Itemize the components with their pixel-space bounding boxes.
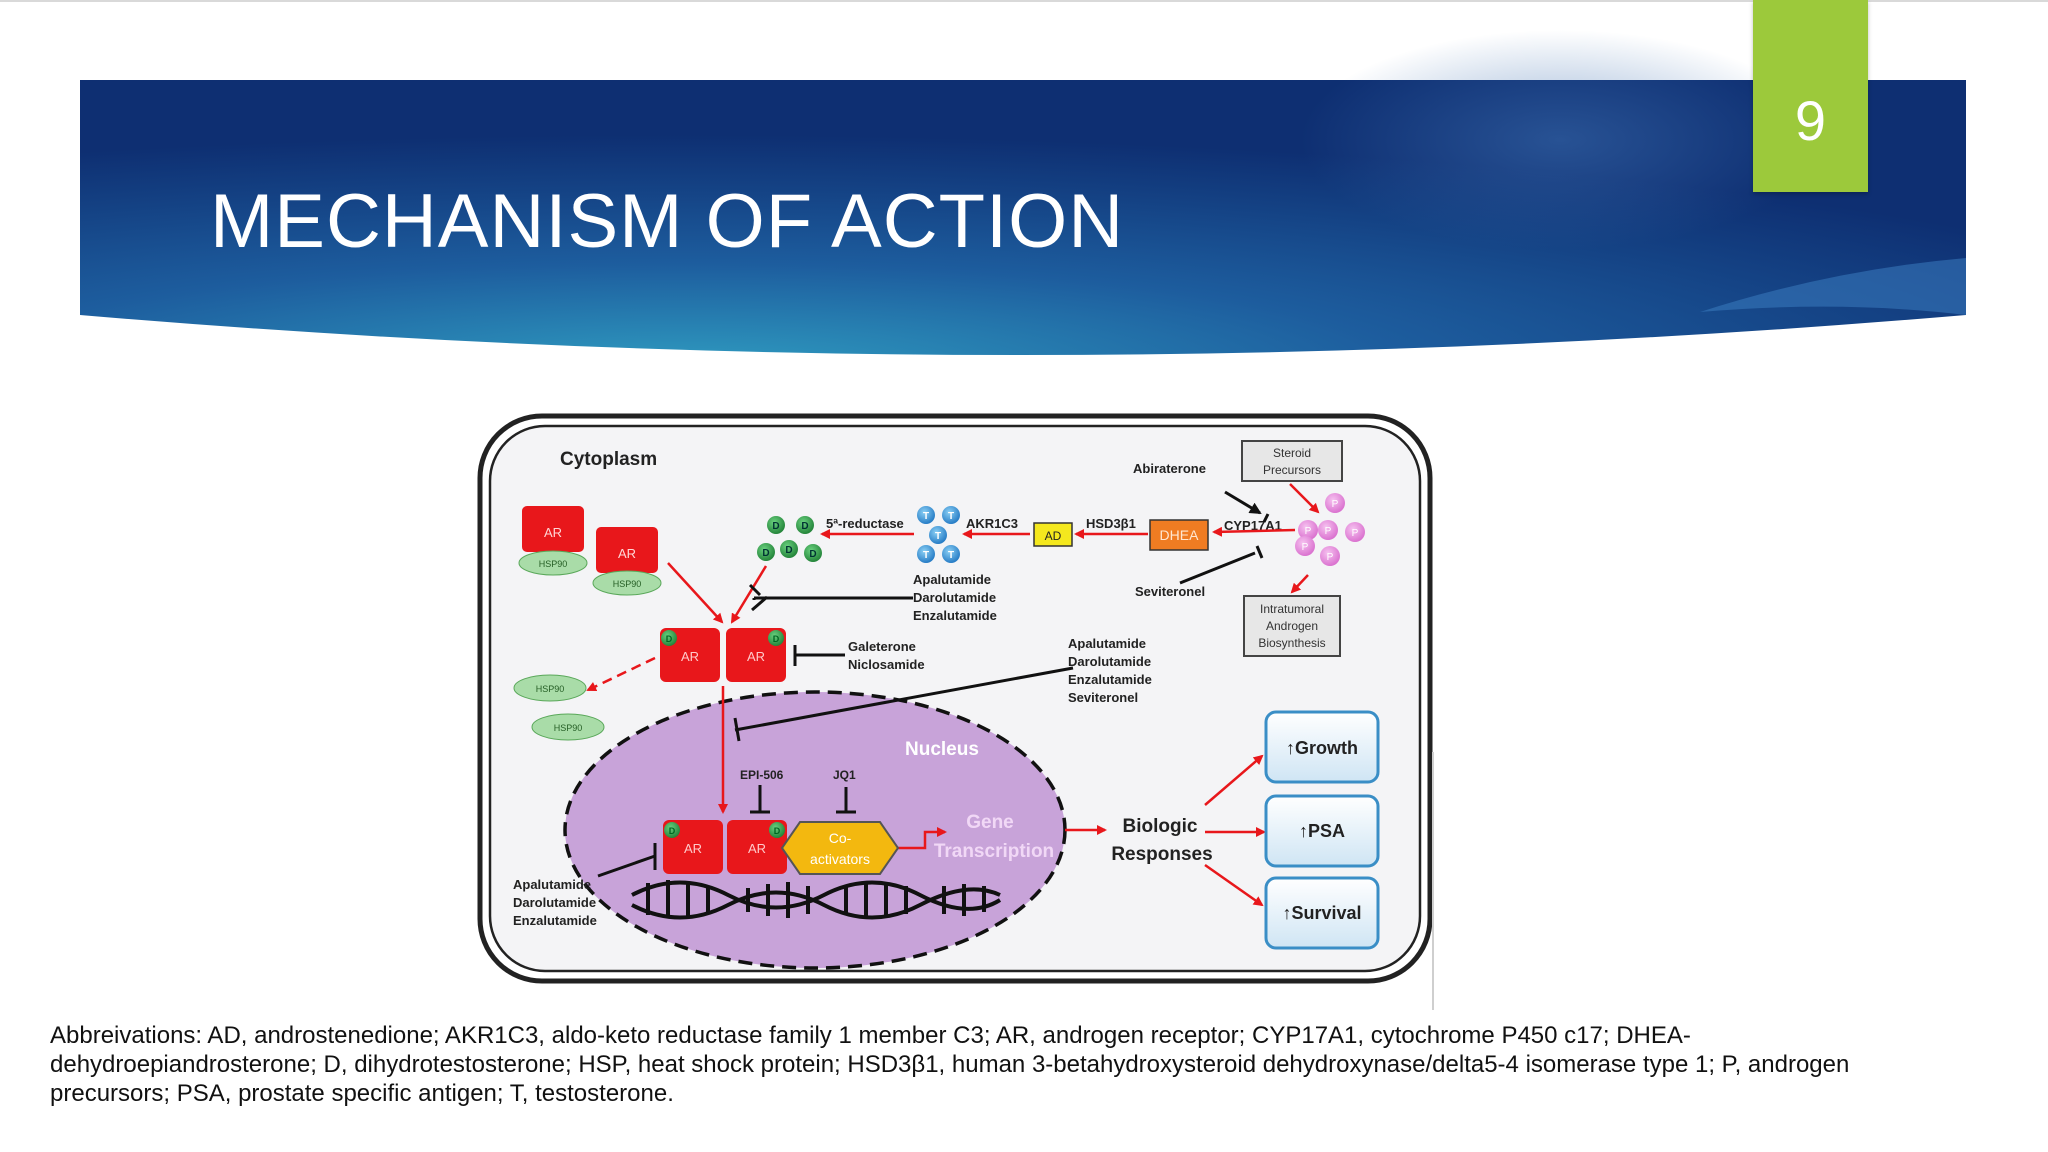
response-growth: ↑Growth — [1264, 710, 1380, 784]
svg-text:T: T — [948, 511, 954, 522]
inhibitors1-line1: Apalutamide — [913, 572, 991, 587]
cyp17a1-label: CYP17A1 — [1224, 518, 1282, 533]
intratumoral-box — [1243, 595, 1341, 657]
ad-label: AD — [1045, 529, 1062, 543]
biologic-responses-line1: Biologic — [1123, 816, 1198, 837]
svg-text:D: D — [785, 545, 792, 556]
ad-box — [1033, 522, 1073, 547]
inhibitors4-line1: Apalutamide — [513, 877, 591, 892]
reductase-label: 5ª-reductase — [826, 516, 904, 531]
svg-text:T: T — [923, 511, 929, 522]
hsp90-released-2-label: HSP90 — [554, 723, 583, 733]
svg-text:↑PSA: ↑PSA — [1299, 821, 1345, 841]
svg-text:D: D — [666, 634, 673, 644]
coactivators-shape — [780, 821, 900, 875]
ar-dimer-nucleus: AR AR D D — [663, 820, 787, 874]
svg-text:T: T — [935, 531, 941, 542]
svg-text:T: T — [948, 550, 954, 561]
ar-dimer-cytoplasm: AR AR D D — [660, 628, 786, 682]
hsp90-released-2 — [531, 713, 605, 741]
inhibitors3-line2: Darolutamide — [1068, 654, 1151, 669]
svg-text:AR: AR — [748, 841, 766, 856]
svg-text:P: P — [1305, 526, 1312, 537]
dna-helix — [631, 880, 1002, 920]
inhibitors4-line2: Darolutamide — [513, 895, 596, 910]
svg-text:D: D — [774, 826, 781, 836]
inhibitors2-line1: Galeterone — [848, 639, 916, 654]
dhea-label: DHEA — [1160, 527, 1200, 543]
abbreviations-text: Abbreivations: AD, androstenedione; AKR1… — [50, 1022, 1850, 1107]
dhea-box — [1149, 519, 1209, 551]
svg-text:D: D — [772, 521, 779, 532]
inhibitors1-line2: Darolutamide — [913, 590, 996, 605]
inhibitors1-line3: Enzalutamide — [913, 608, 997, 623]
biologic-responses-line2: Responses — [1111, 844, 1212, 865]
inhibitors3-line4: Seviteronel — [1068, 690, 1138, 705]
svg-text:AR: AR — [747, 649, 765, 664]
steroid-precursors-box — [1241, 440, 1343, 482]
jq1-label: JQ1 — [833, 768, 856, 782]
intratumoral-line1: Intratumoral — [1260, 602, 1324, 616]
svg-text:D: D — [773, 634, 780, 644]
inhibitor-lines — [597, 490, 1270, 878]
inhibitors2-line2: Niclosamide — [848, 657, 925, 672]
nucleus-label: Nucleus — [905, 739, 979, 760]
inhibitors3-line3: Enzalutamide — [1068, 672, 1152, 687]
svg-text:HSP90: HSP90 — [539, 559, 568, 569]
ar-hsp90-complex-1: AR HSP90 — [518, 506, 588, 576]
hsp90-released-1-label: HSP90 — [536, 684, 565, 694]
steroid-precursors-line1: Steroid — [1273, 446, 1311, 460]
testosterone-molecules: T T T T T — [917, 506, 960, 563]
gene-transcription-line1: Gene — [966, 812, 1014, 833]
gene-transcription-line2: Transcription — [934, 841, 1054, 862]
svg-text:HSP90: HSP90 — [613, 579, 642, 589]
response-survival: ↑Survival — [1264, 876, 1380, 950]
svg-text:D: D — [809, 549, 816, 560]
inhibitors3-line1: Apalutamide — [1068, 636, 1146, 651]
coactivators-line1: Co- — [829, 830, 852, 846]
intratumoral-line3: Biosynthesis — [1258, 636, 1325, 650]
intratumoral-line2: Androgen — [1266, 619, 1318, 633]
svg-text:D: D — [801, 521, 808, 532]
svg-text:D: D — [669, 826, 676, 836]
svg-text:T: T — [923, 550, 929, 561]
hsd3b1-label: HSD3β1 — [1086, 516, 1136, 531]
slide-title: MECHANISM OF ACTION — [210, 179, 1125, 264]
seviteronel-label: Seviteronel — [1135, 584, 1205, 599]
response-psa: ↑PSA — [1264, 794, 1380, 868]
svg-text:AR: AR — [544, 525, 562, 540]
abiraterone-label: Abiraterone — [1133, 461, 1206, 476]
svg-text:AR: AR — [684, 841, 702, 856]
inhibitors4-line3: Enzalutamide — [513, 913, 597, 928]
title-banner — [0, 0, 2048, 355]
slide-number-badge: 9 — [1753, 0, 1868, 192]
svg-text:P: P — [1327, 552, 1334, 563]
pathway-arrows — [586, 483, 1320, 907]
svg-text:↑Survival: ↑Survival — [1282, 903, 1361, 923]
akr1c3-label: AKR1C3 — [966, 516, 1018, 531]
coactivators-line2: activators — [810, 851, 870, 867]
svg-text:P: P — [1352, 528, 1359, 539]
svg-text:P: P — [1325, 526, 1332, 537]
cytoplasm-label: Cytoplasm — [560, 449, 657, 470]
slide-number: 9 — [1794, 89, 1827, 152]
dht-molecules: D D D D D — [757, 516, 822, 562]
ar-hsp90-complex-2: AR HSP90 — [592, 527, 662, 596]
steroid-precursors-line2: Precursors — [1263, 463, 1321, 477]
svg-text:P: P — [1302, 542, 1309, 553]
svg-text:↑Growth: ↑Growth — [1286, 738, 1358, 758]
hsp90-released-1 — [513, 674, 587, 702]
svg-text:AR: AR — [681, 649, 699, 664]
svg-text:AR: AR — [618, 546, 636, 561]
epi506-label: EPI-506 — [740, 768, 784, 782]
cell-membrane-outer — [477, 413, 1433, 984]
precursor-molecules: P P P P P P — [1295, 493, 1365, 566]
svg-text:P: P — [1332, 499, 1339, 510]
svg-text:D: D — [762, 548, 769, 559]
